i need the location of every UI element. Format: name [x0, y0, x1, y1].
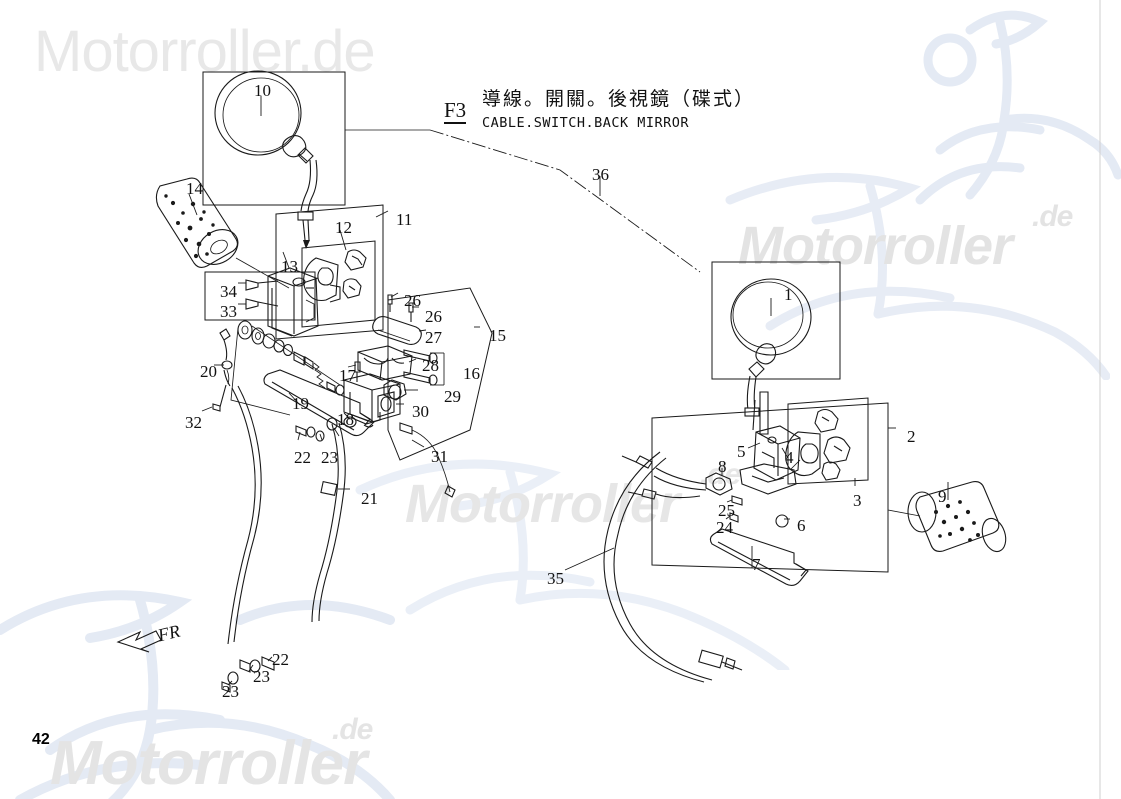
- mirror-left-group: [202, 70, 430, 249]
- section-code: F3: [444, 98, 467, 124]
- front-direction-arrow-glyph: [116, 630, 162, 653]
- callout-right-handlebar-grip: 9: [938, 487, 947, 506]
- callout-clutch-cable-end: 20: [200, 362, 217, 381]
- callout-throttle-tube: 5: [737, 442, 746, 461]
- left-brake-lever: [263, 369, 375, 437]
- callout-brake-hose: 21: [361, 489, 378, 508]
- callout-brake-hose-washer: 23: [321, 448, 338, 467]
- wiring-harness-line: [429, 129, 701, 273]
- callout-switch-screw-right: 24: [716, 518, 733, 537]
- callout-right-switch-components: 3: [853, 491, 862, 510]
- callout-brake-hose-washer-lower-a: 23: [253, 667, 270, 686]
- callout-wiring-harness: 36: [592, 165, 609, 184]
- callout-left-switch-components: 12: [335, 218, 352, 237]
- callout-banjo-bolt-set: 16: [463, 364, 480, 383]
- callout-cable-clamp-right: 25: [718, 501, 735, 520]
- callout-lever-pivot-nut-left: 18: [337, 410, 354, 429]
- callout-master-cylinder-assembly-box: 15: [489, 326, 506, 345]
- grip-left-group: [155, 177, 290, 289]
- mirror-right-group: [711, 261, 841, 417]
- callout-banjo-bolt: 29: [444, 387, 461, 406]
- callout-switch-mount-screw-lower: 33: [220, 302, 237, 321]
- callout-right-switch-housing: 4: [785, 448, 794, 467]
- callout-reservoir-cap-screw: 17: [339, 366, 356, 385]
- callout-right-switch-assembly-box: 2: [907, 427, 916, 446]
- callout-cable-end-screw: 32: [185, 413, 202, 432]
- grip-right-group: [887, 481, 1007, 553]
- callout-master-cylinder-body: 30: [412, 402, 429, 421]
- title-english: CABLE.SWITCH.BACK MIRROR: [482, 115, 690, 131]
- callout-brake-hose-banjo-bolt: 22: [294, 448, 311, 467]
- left-switch-assembly: [204, 204, 389, 340]
- callout-lever-pivot-bolt: 6: [797, 516, 806, 535]
- callout-left-handlebar-grip: 14: [186, 179, 203, 198]
- callout-throttle-cable: 35: [547, 569, 564, 588]
- callout-cable-adjuster-right: 8: [718, 457, 727, 476]
- callout-brake-hose-banjo-bolt-lower: 22: [272, 650, 289, 669]
- callout-left-switch-housing: 13: [281, 257, 298, 276]
- callout-back-mirror-right: 1: [784, 285, 793, 304]
- callout-right-brake-lever: 7: [752, 555, 761, 574]
- callout-left-switch-assembly-box: 11: [396, 210, 413, 229]
- callout-brake-light-switch-wire: 31: [431, 447, 448, 466]
- callout-back-mirror-left: 10: [254, 81, 271, 100]
- cable-group-left: [201, 328, 350, 693]
- master-cylinder-assembly: [343, 287, 493, 498]
- title-cjk: 導線。開關。後視鏡（碟式）: [482, 88, 756, 110]
- callout-left-brake-lever: 19: [292, 394, 309, 413]
- right-switch-assembly: [621, 391, 896, 587]
- callout-reservoir-cap-screw-lower: 26: [425, 307, 442, 326]
- callout-brake-hose-washer-lower-b: 23: [222, 682, 239, 701]
- callout-reservoir-cap: 27: [425, 328, 442, 347]
- callout-reservoir-diaphragm: 28: [422, 356, 439, 375]
- callout-switch-mount-screw-upper: 34: [220, 282, 237, 301]
- small-parts-row: [230, 320, 345, 416]
- callout-reservoir-cap-screw-upper: 26: [404, 291, 421, 310]
- page-number: 42: [32, 731, 50, 748]
